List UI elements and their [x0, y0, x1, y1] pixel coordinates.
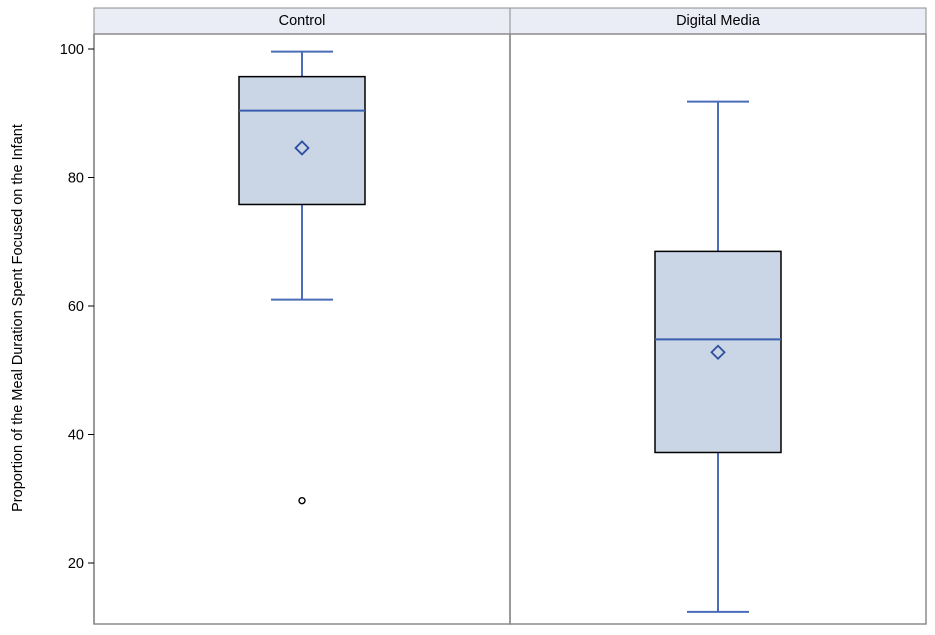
- panel-header-1: [509, 7, 927, 35]
- panel-frames: Control Digital Media: [93, 7, 927, 625]
- y-tick-label: 60: [68, 299, 84, 315]
- y-tick-label: 100: [60, 42, 84, 58]
- chart-marks: [238, 50, 782, 613]
- y-tick-label: 40: [68, 428, 84, 444]
- panel-header-label: Digital Media: [676, 13, 761, 29]
- panel-header-0: [93, 7, 511, 35]
- box-plot-1: [654, 100, 782, 613]
- y-tick-label: 20: [68, 556, 84, 572]
- y-tick-label: 80: [68, 171, 84, 187]
- y-axis-label: Proportion of the Meal Duration Spent Fo…: [10, 124, 26, 512]
- panel-header-label: Control: [279, 13, 326, 29]
- panel-frame-1: [509, 33, 927, 625]
- y-axis: 20 40 60 80 100: [60, 34, 95, 624]
- mean-marker: [710, 344, 726, 361]
- interquartile-box: [654, 250, 782, 454]
- box-plot-0: [238, 50, 366, 505]
- mean-marker: [294, 140, 310, 156]
- outlier-point: [298, 496, 306, 505]
